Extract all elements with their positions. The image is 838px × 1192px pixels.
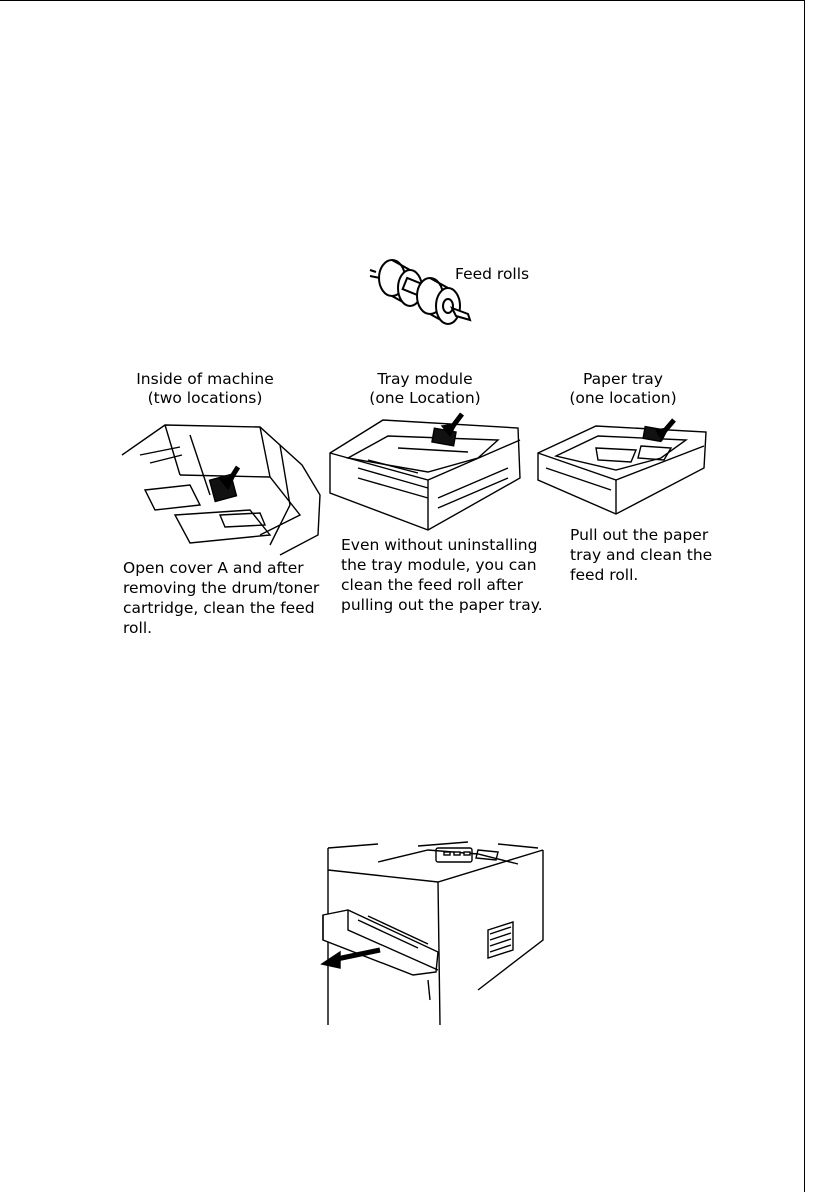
section-heading-paper-tray-line1: Paper tray [583, 370, 663, 388]
section-body-tray-module-line4: pulling out the paper tray. [341, 596, 543, 614]
machine-interior-illustration [120, 415, 325, 560]
section-body-machine-line4: roll. [123, 619, 153, 637]
section-heading-machine-line2: (two locations) [147, 389, 263, 407]
section-heading-tray-module-line1: Tray module [377, 370, 473, 388]
feed-roll-illustration [360, 248, 480, 333]
section-body-tray-module-line2: the tray module, you can [341, 556, 537, 574]
section-heading-paper-tray-line2: (one location) [569, 389, 677, 407]
section-heading-machine-line1: Inside of machine [136, 370, 274, 388]
tray-module-illustration [328, 408, 528, 533]
section-body-paper-tray-line2: tray and clean the [570, 546, 713, 564]
section-body-tray-module-line1: Even without uninstalling [341, 536, 538, 554]
section-body-paper-tray-line3: feed roll. [570, 566, 639, 584]
page-border-right [804, 0, 805, 1192]
page-border-top [0, 0, 804, 1]
section-body-machine-line3: cartridge, clean the feed [123, 599, 315, 617]
section-heading-tray-module-line2: (one Location) [369, 389, 481, 407]
section-body-machine-line2: removing the drum/toner [123, 579, 320, 597]
section-body-paper-tray-line1: Pull out the paper [570, 526, 709, 544]
feed-rolls-label: Feed rolls [455, 265, 530, 283]
section-body-tray-module-line3: clean the feed roll after [341, 576, 523, 594]
paper-tray-illustration [536, 418, 711, 518]
printer-tray-removal-illustration [318, 840, 548, 1030]
section-body-machine-line1: Open cover A and after [123, 559, 304, 577]
